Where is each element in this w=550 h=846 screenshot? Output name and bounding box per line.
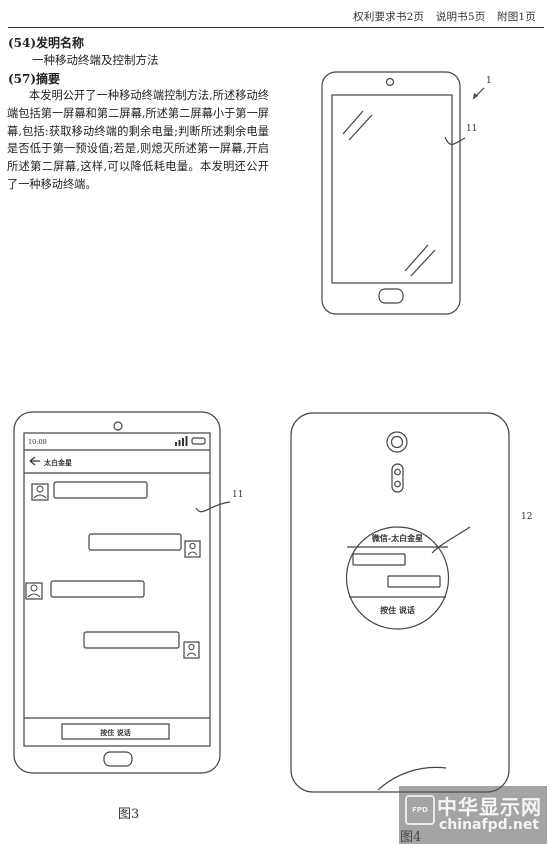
rear-screen-contact: 微信-太白金星 xyxy=(371,533,423,543)
avatar-contact xyxy=(25,582,43,600)
phone-screen xyxy=(23,432,211,747)
ref-numeral-screen: 11 xyxy=(466,124,477,134)
claims-page-count: 权利要求书2页 xyxy=(353,11,425,23)
signal-bar-icon xyxy=(178,440,181,446)
screen-glare-line xyxy=(410,249,436,277)
front-camera-icon xyxy=(385,77,395,87)
hold-to-talk-label: 按住 说话 xyxy=(100,728,130,737)
person-icon xyxy=(33,494,47,499)
rear-hold-to-talk-label: 按住 说话 xyxy=(380,605,415,615)
figure-1-phone-front: 1 11 xyxy=(321,71,492,315)
signal-bar-icon xyxy=(185,436,188,446)
rear-round-screen xyxy=(345,526,450,630)
person-icon xyxy=(187,551,198,556)
signal-bar-icon xyxy=(175,442,177,446)
ref-numeral-device: 1 xyxy=(486,76,492,86)
person-icon xyxy=(189,542,196,550)
title-section-code: (54)发明名称 xyxy=(8,36,85,50)
ref-numeral-screen: 11 xyxy=(232,490,243,500)
phone-body xyxy=(321,71,461,315)
front-camera-icon xyxy=(113,421,123,431)
site-watermark: FPD 中华显示网 chinafpd.net xyxy=(399,786,547,844)
description-page-count: 说明书5页 xyxy=(435,11,486,23)
back-arrow-icon xyxy=(29,456,40,466)
screen-glare-line xyxy=(342,110,364,135)
drawings-page-count: 附图1页 xyxy=(497,11,536,23)
leader-line xyxy=(444,136,466,145)
reference-arrowhead xyxy=(473,93,478,99)
page-count-line: 权利要求书2页 说明书5页 附图1页 xyxy=(345,9,536,24)
abstract-text: 本发明公开了一种移动终端控制方法,所述移动终端包括第一屏幕和第二屏幕,所述第二屏… xyxy=(7,89,269,191)
home-button-icon xyxy=(378,288,404,304)
chat-contact-name: 太白金星 xyxy=(44,458,72,467)
leader-line xyxy=(195,501,231,513)
signal-bar-icon xyxy=(182,438,184,446)
figure-4-phone-back: 微信-太白金星 按住 说话 12 xyxy=(290,412,532,793)
person-icon xyxy=(36,485,44,493)
flash-module xyxy=(391,463,404,493)
page-header: 权利要求书2页 说明书5页 附图1页 xyxy=(0,0,550,30)
watermark-cn: 中华显示网 xyxy=(437,795,542,819)
ref-numeral-rear-screen: 12 xyxy=(521,512,532,522)
flash-icon xyxy=(394,468,401,476)
screen-glare-line xyxy=(348,114,373,141)
flash-icon xyxy=(394,480,401,488)
rear-chat-bubble-received xyxy=(352,553,406,566)
rear-chat-bubble-sent xyxy=(387,575,441,588)
chat-bubble-sent xyxy=(88,533,182,551)
figure-3-phone-chat: 10:08 太白金星 按住 说话 11 xyxy=(13,411,243,774)
home-button-icon xyxy=(103,751,133,767)
rear-camera-lens xyxy=(390,435,404,449)
invention-title: 一种移动终端及控制方法 xyxy=(32,53,159,67)
phone-screen xyxy=(331,94,453,284)
watermark-en: chinafpd.net xyxy=(439,817,540,833)
chat-bubble-received xyxy=(50,580,145,598)
avatar-self xyxy=(184,540,201,558)
status-time: 10:08 xyxy=(28,438,47,446)
header-rule xyxy=(8,27,544,28)
phone-body xyxy=(13,411,221,774)
hold-to-talk-button xyxy=(61,723,170,740)
person-icon xyxy=(30,584,38,592)
battery-icon xyxy=(191,437,206,445)
drawing-stroke xyxy=(377,766,447,791)
fpd-logo-icon: FPD xyxy=(405,795,435,825)
avatar-self xyxy=(183,641,200,659)
person-icon xyxy=(186,652,197,657)
rear-camera-icon xyxy=(386,431,408,453)
chat-bubble-received xyxy=(53,481,148,499)
person-icon xyxy=(188,643,195,651)
chat-bubble-sent xyxy=(83,631,180,649)
avatar-contact xyxy=(31,483,49,501)
screen-glare-line xyxy=(404,244,429,272)
person-icon xyxy=(27,593,41,598)
abstract-section-code: (57)摘要 xyxy=(8,72,61,86)
figure-3-label: 图3 xyxy=(118,807,140,822)
leader-line xyxy=(431,526,471,554)
